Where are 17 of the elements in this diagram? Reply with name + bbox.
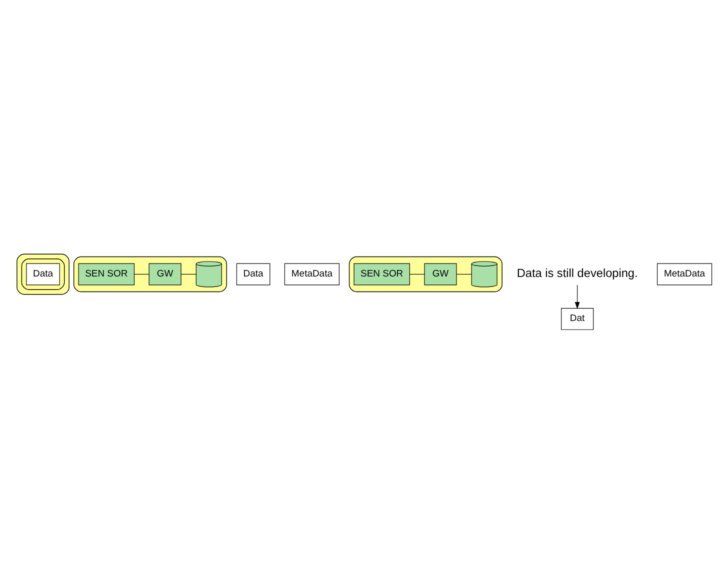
node-box: GW	[148, 263, 182, 286]
cluster	[73, 256, 227, 292]
node-box: MetaData	[656, 263, 712, 286]
node-box: SEN SOR	[78, 263, 135, 286]
connector	[410, 274, 425, 275]
connector	[134, 274, 150, 275]
connector	[180, 274, 196, 275]
node-box: SEN SOR	[354, 263, 410, 286]
cluster	[348, 256, 502, 292]
node-box: MetaData	[284, 263, 340, 286]
node-box: Data	[236, 263, 270, 286]
arrow	[574, 284, 580, 310]
node-box: Data	[26, 263, 60, 286]
node-box: GW	[424, 263, 457, 286]
node-text: Data is still developing.	[516, 266, 638, 280]
node-box: Dat	[561, 308, 594, 330]
connector	[456, 274, 472, 275]
